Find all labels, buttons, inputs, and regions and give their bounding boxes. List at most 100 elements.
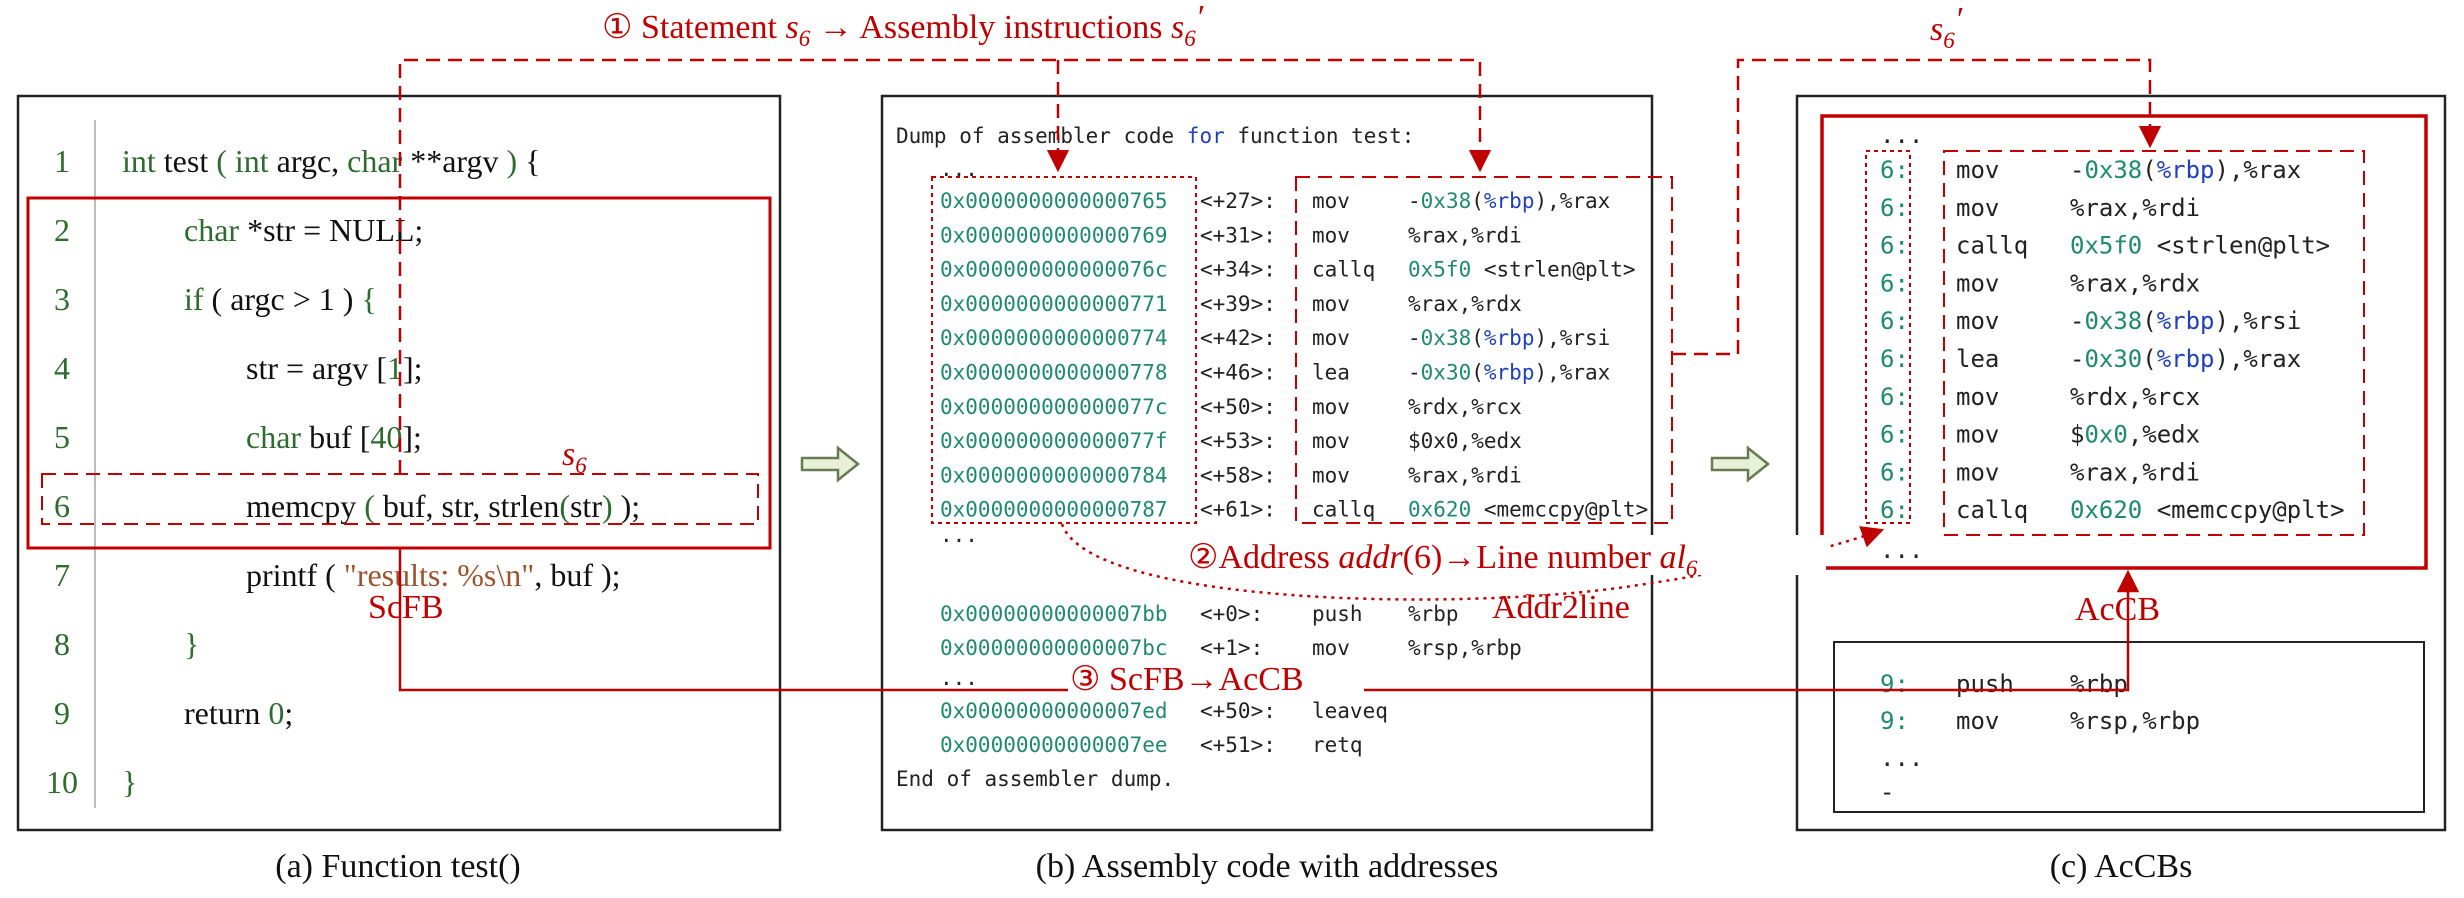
code-token: function test: <box>1225 124 1415 148</box>
ellipsis: ... <box>940 666 978 690</box>
assembler-dump-header: Dump of assembler code for function test… <box>896 124 1414 148</box>
code-token: 0x38 <box>1421 326 1472 350</box>
code-token: %rdx,%rcx <box>1408 395 1522 419</box>
code-token: ) <box>506 143 517 179</box>
code-token: ( <box>2142 307 2156 335</box>
code-line: memcpy ( buf, str, strlen(str) ); <box>246 488 640 524</box>
code-token: int <box>122 143 156 179</box>
asm-row: 0x0000000000000774<+42>:mov-0x38(%rbp),%… <box>940 326 1610 350</box>
asm-address: 0x0000000000000787 <box>940 498 1168 522</box>
asm-address: 0x0000000000000765 <box>940 189 1168 213</box>
instruction-column-box <box>1295 176 1673 524</box>
code-token: <strlen@plt> <box>1471 258 1635 282</box>
code-token: %rbp <box>2157 156 2215 184</box>
line-number: 8 <box>54 626 70 662</box>
line-number: 7 <box>54 557 70 593</box>
code-token: %rbp <box>1484 189 1535 213</box>
code-token: ,%edx <box>2128 421 2200 449</box>
line-number: 4 <box>54 350 70 386</box>
accb-opcode: mov <box>1956 194 1999 222</box>
accb-row: 6:mov%rax,%rdi <box>1880 194 2200 222</box>
asm-offset: <+58>: <box>1200 463 1276 487</box>
code-token: ]; <box>402 419 422 455</box>
accb-row: 9:push%rbp <box>1880 670 2128 698</box>
assembly-rows-3: 0x00000000000007ed<+50>:leaveq0x00000000… <box>940 699 1388 757</box>
code-token: 0x38 <box>2084 156 2142 184</box>
code-token: ),%rax <box>2215 345 2302 373</box>
caption-b: (b) Assembly code with addresses <box>1036 848 1499 885</box>
asm-row: 0x00000000000007ed<+50>:leaveq <box>940 699 1388 723</box>
ellipsis: ... <box>1880 536 1923 564</box>
accb-row: 6:mov%rdx,%rcx <box>1880 383 2200 411</box>
code-token: 0x0 <box>2084 421 2127 449</box>
asm-address: 0x000000000000077f <box>940 429 1168 453</box>
accb-operands: %rax,%rdi <box>2070 458 2200 486</box>
asm-operands: %rax,%rdi <box>1408 463 1522 487</box>
code-token: %rbp <box>2157 307 2215 335</box>
asm-address: 0x0000000000000769 <box>940 223 1168 247</box>
asm-opcode: leaveq <box>1312 699 1388 723</box>
asm-row: 0x0000000000000784<+58>:mov%rax,%rdi <box>940 463 1522 487</box>
asm-opcode: retq <box>1312 733 1363 757</box>
code-token: ]; <box>403 350 423 386</box>
asm-row: 0x0000000000000769<+31>:mov%rax,%rdi <box>940 223 1522 247</box>
asm-operands: -0x30(%rbp),%rax <box>1408 361 1610 385</box>
line-number: 2 <box>54 212 70 248</box>
code-token: ),%rax <box>1534 361 1610 385</box>
caption-c: (c) AcCBs <box>2050 848 2193 885</box>
asm-operands: %rbp <box>1408 602 1459 626</box>
code-token <box>227 143 235 179</box>
code-token: 0 <box>268 695 284 731</box>
asm-row: 0x00000000000007ee<+51>:retq <box>940 733 1363 757</box>
code-token: ; <box>284 695 293 731</box>
asm-offset: <+46>: <box>1200 361 1276 385</box>
code-token: char <box>184 212 239 248</box>
code-token: } <box>122 764 137 800</box>
code-token: - <box>2070 307 2084 335</box>
code-token: %rbp <box>1408 602 1459 626</box>
code-token: ) <box>602 488 613 524</box>
code-token: 0x30 <box>2084 345 2142 373</box>
ellipsis: ... <box>1880 744 1923 772</box>
assembly-rows: 0x0000000000000765<+27>:mov-0x38(%rbp),%… <box>940 189 1648 522</box>
code-token: ( <box>559 488 570 524</box>
accb-label: AcCB <box>2075 591 2160 628</box>
accb-operands: %rax,%rdi <box>2070 194 2200 222</box>
accb-line-number: 9: <box>1880 707 1909 735</box>
code-token: - <box>1408 189 1421 213</box>
accb-instruction-box <box>1943 150 2365 536</box>
asm-address: 0x0000000000000774 <box>940 326 1168 350</box>
svg-text:① Statement s6 → Assembly inst: ① Statement s6 → Assembly instructions s… <box>602 0 1204 51</box>
asm-operands: -0x38(%rbp),%rsi <box>1408 326 1610 350</box>
asm-address: 0x00000000000007bb <box>940 602 1168 626</box>
line-number: 10 <box>46 764 78 800</box>
accb-opcode: mov <box>1956 269 1999 297</box>
asm-address: 0x000000000000077c <box>940 395 1168 419</box>
accb-operands: -0x38(%rbp),%rax <box>2070 156 2301 184</box>
ellipsis: ... <box>1880 121 1923 149</box>
code-token: 0x5f0 <box>2070 232 2142 260</box>
code-token: ( <box>2142 345 2156 373</box>
asm-address: 0x00000000000007ed <box>940 699 1168 723</box>
code-token: 0x38 <box>2084 307 2142 335</box>
accb-rows: 6:mov-0x38(%rbp),%rax6:mov%rax,%rdi6:cal… <box>1880 156 2345 524</box>
asm-row: 0x0000000000000765<+27>:mov-0x38(%rbp),%… <box>940 189 1610 213</box>
step1-label: ① Statement s6 → Assembly instructions s… <box>596 0 1372 51</box>
code-token: { <box>361 281 376 317</box>
accb-opcode: callq <box>1956 496 2028 524</box>
code-token: buf [ <box>301 419 370 455</box>
code-token: %rsp,%rbp <box>1408 636 1522 660</box>
accb-line-number: 9: <box>1880 670 1909 698</box>
code-token: %rax,%rdi <box>1408 223 1522 247</box>
accb-row: 6:mov-0x38(%rbp),%rax <box>1880 156 2301 184</box>
accb-operands: %rax,%rdx <box>2070 269 2200 297</box>
code-token: 0x620 <box>2070 496 2142 524</box>
code-token: int <box>235 143 269 179</box>
accb-opcode: callq <box>1956 232 2028 260</box>
asm-offset: <+0>: <box>1200 602 1263 626</box>
code-token: ( <box>216 143 227 179</box>
code-token: if <box>184 281 204 317</box>
code-line: char *str = NULL; <box>184 212 423 248</box>
